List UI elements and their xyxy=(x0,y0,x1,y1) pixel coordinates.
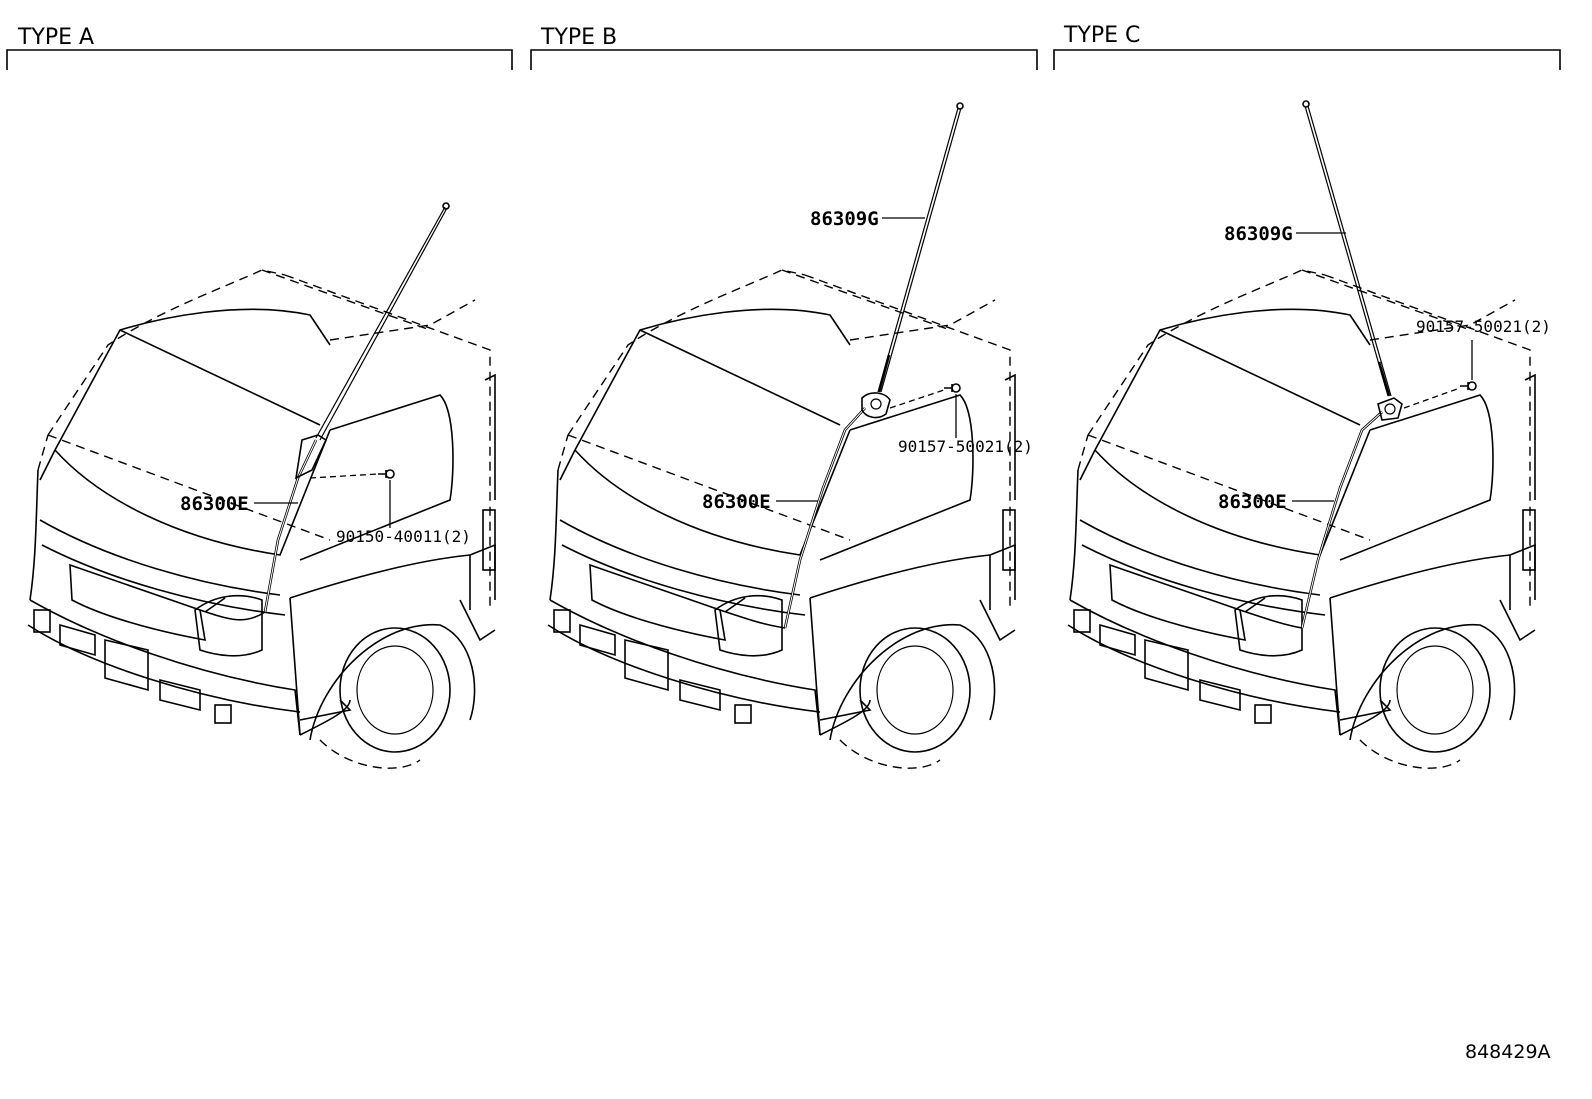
truck-cab-drawing xyxy=(1067,269,1536,769)
screw-label: 90150-40011(2) xyxy=(336,527,471,546)
panel-type-c: TYPE C 86309G 90157-50021(2) 86300E xyxy=(1053,23,1561,769)
rod-label: 86309G xyxy=(810,208,879,230)
screw-label: 90157-50021(2) xyxy=(898,437,1033,456)
antenna-roof-mount xyxy=(719,102,964,629)
panel-bracket xyxy=(530,49,1038,70)
panel-title: TYPE B xyxy=(540,25,617,50)
antenna-pillar-mount xyxy=(199,202,450,621)
feeder-label: 86300E xyxy=(1218,491,1287,513)
screw-icon xyxy=(944,383,961,393)
screw-icon xyxy=(378,469,395,479)
truck-cab-drawing xyxy=(27,269,496,769)
screw-dashed-leader xyxy=(889,389,945,409)
truck-cab-drawing xyxy=(547,269,1016,769)
feeder-label: 86300E xyxy=(180,493,249,515)
antenna-roof-mount xyxy=(1239,100,1403,629)
panel-bracket xyxy=(6,49,513,70)
screw-label: 90157-50021(2) xyxy=(1416,317,1551,336)
screw-dashed-leader xyxy=(1403,387,1461,409)
feeder-label: 86300E xyxy=(702,491,771,513)
illustration-reference: 848429A xyxy=(1465,1041,1551,1063)
panel-bracket xyxy=(1053,49,1561,70)
rod-label: 86309G xyxy=(1224,223,1293,245)
panel-type-b: TYPE B 86309G 86300E 90157-50021(2) xyxy=(530,25,1038,769)
panel-title: TYPE A xyxy=(17,25,94,50)
panel-title: TYPE C xyxy=(1063,23,1140,48)
panel-type-a: TYPE A 86300E 90150-40011(2) xyxy=(6,25,513,769)
screw-icon xyxy=(1460,381,1477,391)
screw-dashed-leader xyxy=(309,473,379,479)
